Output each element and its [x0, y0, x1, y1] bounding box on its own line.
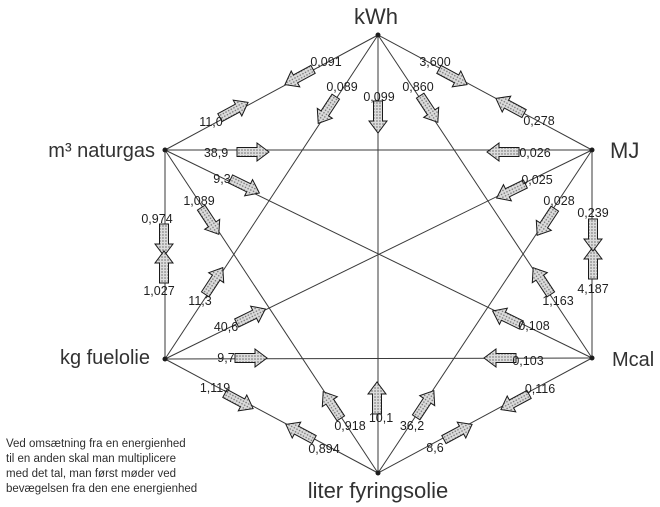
factor-value-kwh-to-mcal: 0,860: [402, 80, 433, 94]
conversion-arrow-mcal-to-liter: [500, 389, 532, 413]
factor-value-naturgas-to-mcal: 9,3: [213, 172, 230, 186]
conversion-arrow-mj-to-kwh: [495, 95, 527, 119]
conversion-arrow-naturgas-to-kwh: [217, 99, 249, 123]
node-dot-mj: [589, 147, 595, 153]
conversion-arrow-kwh-to-mcal: [415, 92, 440, 124]
conversion-arrow-mcal-to-mj: [583, 246, 603, 280]
factor-value-naturgas-to-mj: 38,9: [204, 146, 228, 160]
factor-value-kwh-to-naturgas: 0,091: [310, 55, 341, 69]
node-label-mcal: Mcal: [612, 349, 654, 371]
conversion-arrow-mj-to-naturgas: [486, 142, 520, 162]
factor-value-liter-to-mcal: 8,6: [426, 441, 443, 455]
edge-line-liter-naturgas: [164, 149, 379, 474]
conversion-arrow-liter-to-naturgas: [321, 390, 346, 422]
conversion-arrow-liter-to-mcal: [441, 421, 473, 445]
conversion-arrow-kwh-to-mj: [436, 64, 468, 88]
node-dot-naturgas: [162, 147, 168, 153]
factor-value-mj-to-naturgas: 0,026: [519, 146, 550, 160]
conversion-arrow-liter-to-mj: [411, 389, 436, 421]
conversion-arrow-mcal-to-fuelolie: [483, 348, 517, 369]
factor-value-mj-to-mcal: 0,239: [577, 206, 608, 220]
conversion-arrow-naturgas-to-mj: [236, 142, 270, 162]
edge-line-kwh-naturgas: [164, 34, 379, 151]
factor-value-fuelolie-to-liter: 1,119: [200, 381, 230, 395]
conversion-arrow-mcal-to-naturgas: [491, 307, 525, 330]
conversion-arrow-liter-to-fuelolie: [285, 421, 317, 445]
conversion-arrow-fuelolie-to-naturgas: [154, 250, 174, 284]
edge-line-kwh-mcal: [377, 34, 593, 359]
factor-value-kwh-to-liter: 0,099: [363, 90, 394, 104]
factor-value-mcal-to-naturgas: 0,108: [518, 319, 549, 333]
node-dot-liter: [375, 470, 381, 476]
node-dot-kwh: [375, 32, 381, 38]
factor-value-mcal-to-mj: 4,187: [577, 282, 608, 296]
node-dot-mcal: [589, 355, 595, 361]
conversion-arrow-mj-to-mcal: [583, 218, 603, 252]
factor-value-mcal-to-fuelolie: 0,103: [512, 354, 543, 368]
conversion-arrow-naturgas-to-mcal: [227, 174, 261, 197]
conversion-arrow-naturgas-to-fuelolie: [154, 223, 174, 257]
edge-line-mcal-liter: [377, 357, 593, 474]
node-dot-fuelolie: [162, 356, 168, 362]
factor-value-kwh-to-fuelolie: 0,089: [326, 80, 357, 94]
factor-value-liter-to-fuelolie: 0,894: [308, 442, 339, 456]
conversion-arrow-kwh-to-liter: [368, 100, 388, 134]
factor-value-mcal-to-kwh: 1,163: [542, 294, 573, 308]
conversion-arrow-fuelolie-to-mcal: [234, 347, 268, 368]
conversion-arrow-kwh-to-naturgas: [284, 64, 316, 88]
factor-value-liter-to-mj: 36,2: [400, 419, 424, 433]
node-label-naturgas: m³ naturgas: [48, 140, 155, 162]
conversion-arrow-mcal-to-kwh: [531, 266, 556, 298]
factor-value-liter-to-kwh: 10,1: [369, 411, 393, 425]
factor-value-fuelolie-to-kwh: 11,3: [188, 294, 211, 308]
node-label-mj: MJ: [610, 138, 639, 163]
factor-value-mcal-to-liter: 0,116: [525, 382, 555, 396]
note-line: bevægelsen fra den ene energienhed: [6, 483, 198, 495]
factor-value-mj-to-liter: 0,028: [543, 194, 574, 208]
note-line: til en anden skal man multiplicere: [6, 453, 177, 465]
edge-line-mj-liter: [377, 149, 593, 474]
factor-value-mj-to-kwh: 0,278: [523, 114, 554, 128]
factor-value-kwh-to-mj: 3,600: [419, 55, 450, 69]
conversion-arrow-fuelolie-to-liter: [222, 388, 254, 412]
conversion-arrow-kwh-to-fuelolie: [316, 93, 341, 125]
edge-line-kwh-mj: [377, 34, 593, 151]
note-line: med det tal, man først møder ved: [6, 468, 177, 480]
node-label-liter: liter fyringsolie: [308, 478, 449, 503]
factor-value-fuelolie-to-naturgas: 1,027: [143, 284, 174, 298]
factor-value-naturgas-to-liter: 1,089: [183, 194, 214, 208]
node-label-kwh: kWh: [354, 4, 398, 29]
factor-value-naturgas-to-kwh: 11,0: [199, 115, 222, 129]
conversion-arrow-mj-to-fuelolie: [495, 179, 529, 202]
factor-value-mj-to-fuelolie: 0,025: [521, 173, 552, 187]
edge-line-kwh-fuelolie: [164, 34, 379, 360]
edge-line-liter-fuelolie: [164, 358, 379, 474]
explanatory-note: Ved omsætning fra en energienhed til en …: [6, 437, 197, 497]
factor-value-naturgas-to-fuelolie: 0,974: [141, 212, 172, 226]
conversion-arrow-fuelolie-to-kwh: [200, 266, 225, 298]
conversion-arrow-mj-to-liter: [535, 205, 560, 237]
factor-value-fuelolie-to-mj: 40,6: [214, 320, 238, 334]
conversion-arrow-liter-to-kwh: [367, 381, 387, 415]
conversion-arrow-fuelolie-to-mj: [233, 305, 267, 328]
factor-value-fuelolie-to-mcal: 9,7: [217, 351, 234, 365]
note-line: Ved omsætning fra en energienhed: [6, 438, 186, 450]
conversion-arrow-naturgas-to-liter: [196, 204, 221, 236]
factor-value-liter-to-naturgas: 0,918: [334, 419, 365, 433]
node-label-fuelolie: kg fuelolie: [60, 347, 150, 369]
